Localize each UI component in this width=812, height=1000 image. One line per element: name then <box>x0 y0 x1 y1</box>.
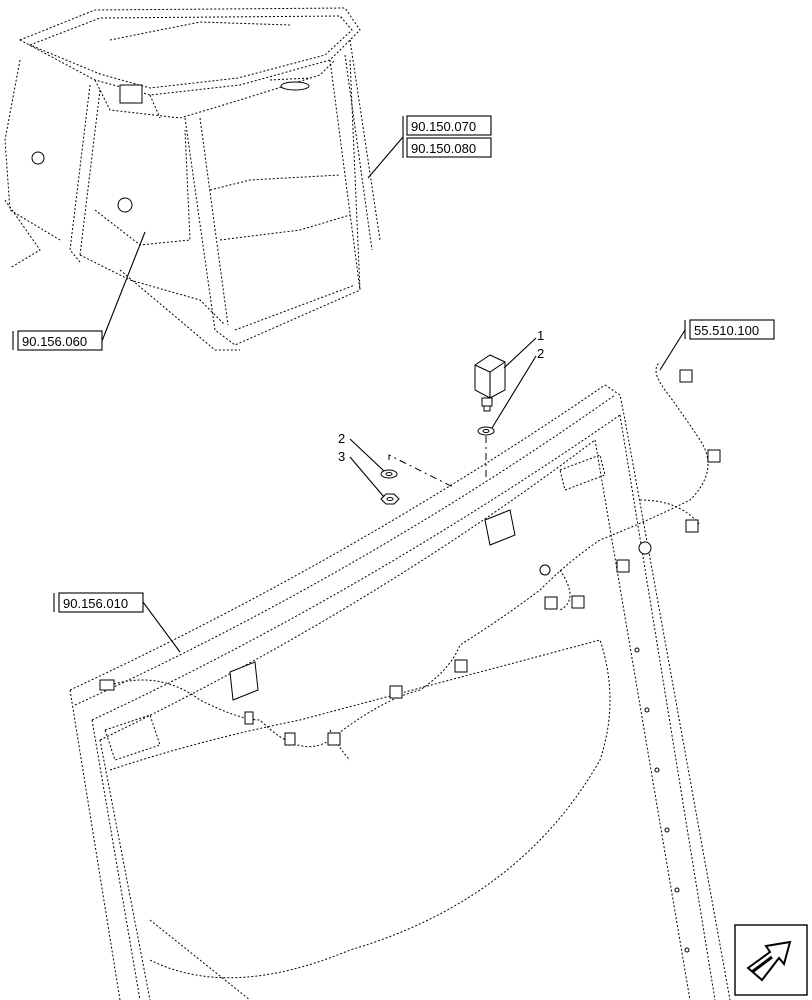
callout-item-1[interactable]: 1 <box>537 328 544 343</box>
reference-box-55-510-100: 55.510.100 <box>659 319 775 371</box>
reference-label-90-156-010[interactable]: 90.156.010 <box>63 596 128 611</box>
reference-box-90-150: 90.150.070 90.150.080 <box>367 115 492 179</box>
callout-item-2-upper[interactable]: 2 <box>537 346 544 361</box>
callouts: 1 2 2 3 <box>338 328 544 498</box>
reference-label-90-150-070[interactable]: 90.150.070 <box>411 119 476 134</box>
reference-label-55-510-100[interactable]: 55.510.100 <box>694 323 759 338</box>
callout-item-2-lower[interactable]: 2 <box>338 431 345 446</box>
reference-box-90-156-010: 90.156.010 <box>53 592 181 653</box>
switch-part[interactable] <box>474 354 506 412</box>
exploded-parts <box>380 354 506 505</box>
windshield-frame-illustration <box>69 361 731 1000</box>
reference-box-90-156-060: 90.156.060 <box>12 231 146 351</box>
frame-rivets <box>634 647 690 953</box>
reference-label-90-156-060[interactable]: 90.156.060 <box>22 334 87 349</box>
arrow-navigation-icon[interactable] <box>734 924 808 996</box>
cab-overview-illustration <box>4 7 381 351</box>
callout-item-3[interactable]: 3 <box>338 449 345 464</box>
reference-label-90-150-080[interactable]: 90.150.080 <box>411 141 476 156</box>
